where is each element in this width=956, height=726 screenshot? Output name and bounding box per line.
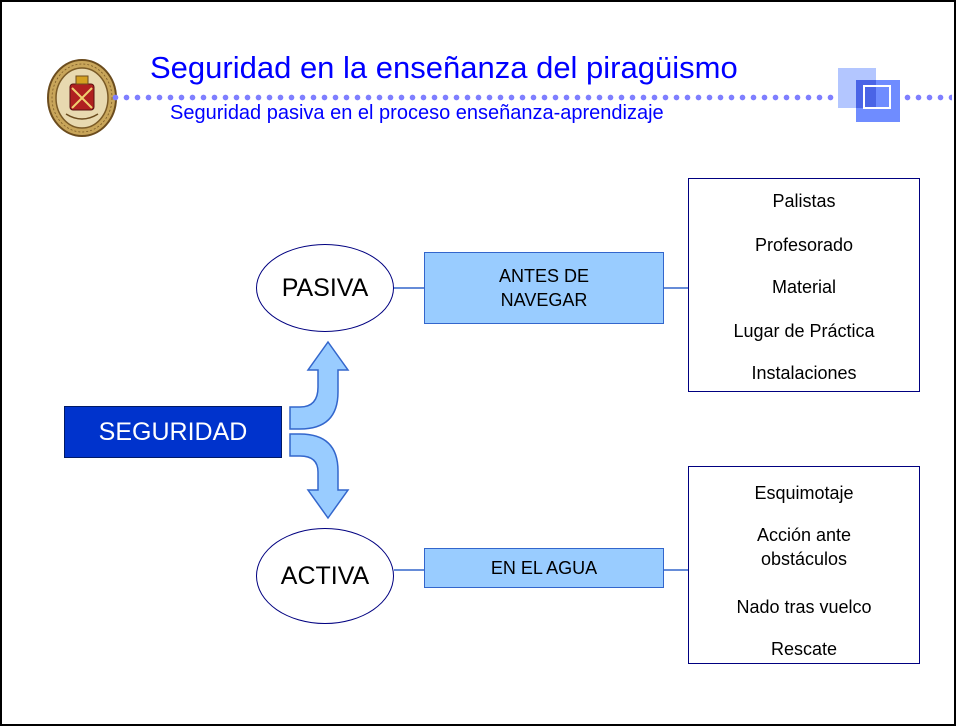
slide-title: Seguridad en la enseñanza del piragüismo bbox=[150, 50, 738, 85]
pasiva-items-list: Palistas Profesorado Material Lugar de P… bbox=[688, 178, 920, 392]
antes-de-navegar-label: ANTES DE NAVEGAR bbox=[498, 266, 590, 310]
title-dotted-rule bbox=[110, 94, 952, 101]
en-el-agua-box: EN EL AGUA bbox=[424, 548, 664, 588]
curved-down-arrow bbox=[289, 433, 350, 520]
curved-up-arrow bbox=[289, 340, 350, 430]
list-item: Rescate bbox=[770, 639, 838, 659]
list-item: Material bbox=[771, 277, 837, 297]
list-item: Esquimotaje bbox=[754, 483, 854, 503]
activa-ellipse: ACTIVA bbox=[256, 528, 394, 624]
list-item: Acción ante obstáculos bbox=[756, 525, 852, 569]
root-seguridad-box: SEGURIDAD bbox=[64, 406, 282, 458]
list-item: Lugar de Práctica bbox=[733, 321, 875, 341]
list-item: Profesorado bbox=[754, 235, 854, 255]
pasiva-ellipse: PASIVA bbox=[256, 244, 394, 332]
university-seal-icon bbox=[47, 59, 117, 137]
list-item: Nado tras vuelco bbox=[736, 597, 872, 617]
antes-de-navegar-box: ANTES DE NAVEGAR bbox=[424, 252, 664, 324]
activa-items-list: Esquimotaje Acción ante obstáculos Nado … bbox=[688, 466, 920, 664]
list-item: Palistas bbox=[772, 191, 836, 211]
overlapping-squares-icon bbox=[838, 68, 900, 122]
list-item: Instalaciones bbox=[751, 363, 857, 383]
slide-subtitle: Seguridad pasiva en el proceso enseñanza… bbox=[170, 102, 664, 124]
